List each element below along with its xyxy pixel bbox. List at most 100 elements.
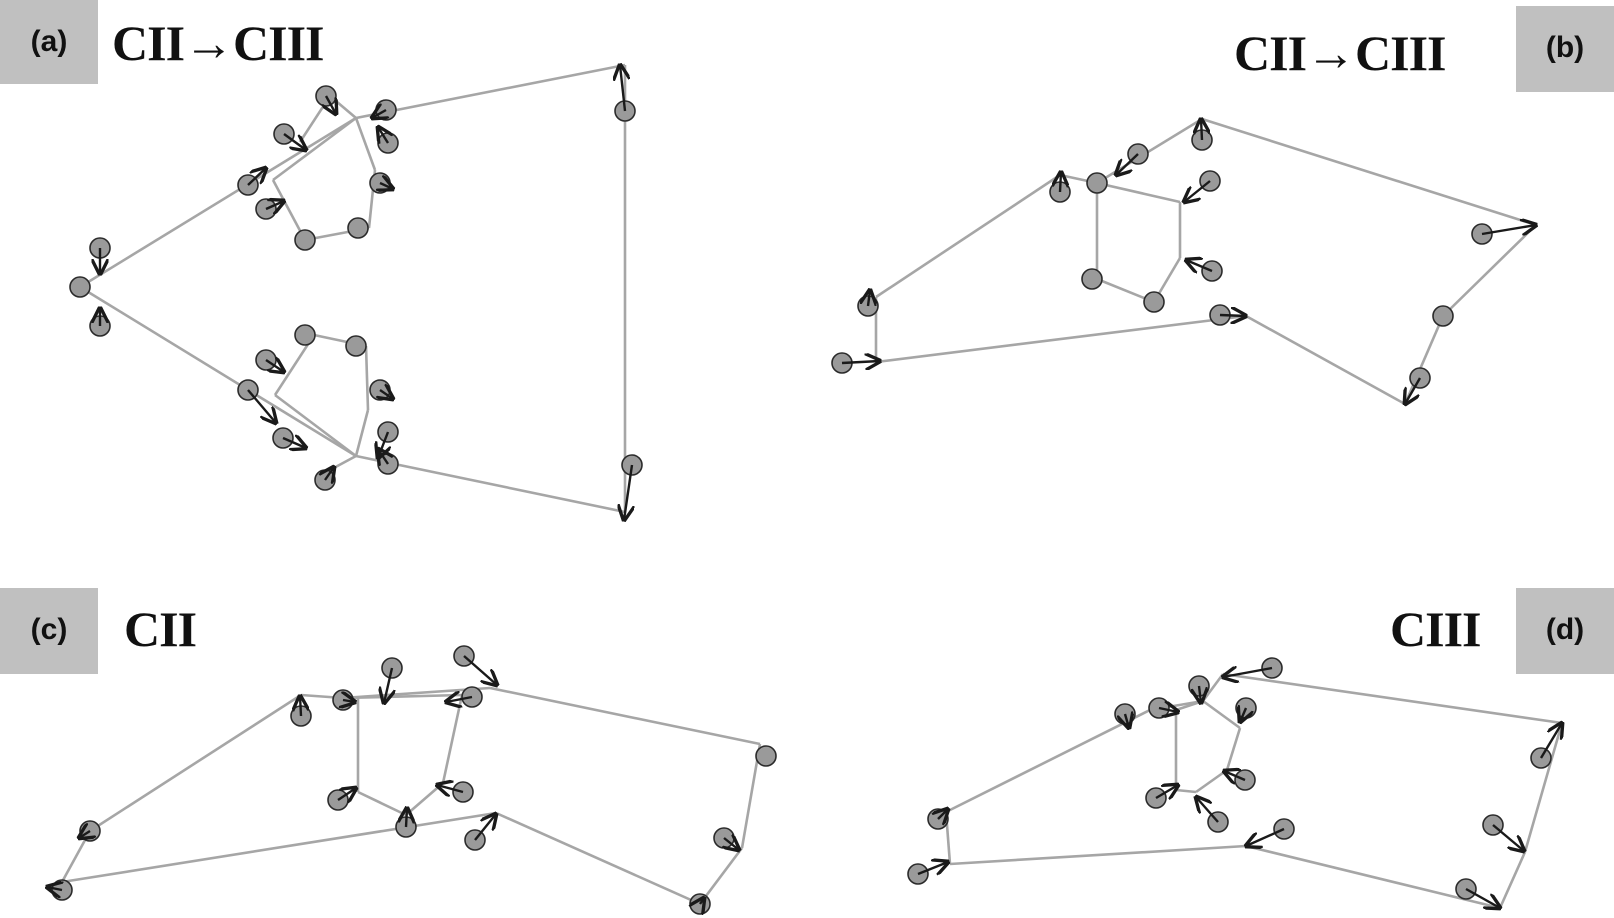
panel-a-edge (79, 285, 357, 458)
panel-a-edge (354, 409, 370, 457)
panel-a (0, 0, 643, 520)
panel-d-displacement-arrow (1155, 785, 1178, 798)
panel-b-displacement-arrow (1481, 225, 1536, 234)
panel-b-edge (875, 173, 1061, 299)
panel-d-edge (1498, 851, 1527, 909)
panel-a-displacement-arrow (283, 133, 306, 150)
panel-d-displacement-arrow (1246, 827, 1285, 846)
panel-d-edge (949, 844, 1247, 866)
panel-a-displacement-arrow (265, 201, 284, 209)
panel-a-displacement-arrow (380, 390, 393, 399)
panel-c-edge (342, 693, 463, 700)
panel-a-node (69, 276, 91, 298)
panel-a-displacement-arrow (378, 127, 388, 143)
panel-d-displacement-arrow (917, 862, 948, 874)
panel-c-label: (c) (30, 613, 68, 646)
panel-b-edge (1201, 117, 1537, 227)
panel-c-displacement-arrow (700, 898, 704, 904)
panel-a-displacement-arrow (380, 183, 393, 189)
panel-c-tag-bg (0, 588, 98, 674)
panel-c-displacement-arrow (47, 887, 62, 890)
panel-a-displacement-arrow (372, 110, 386, 118)
panel-c (0, 588, 777, 914)
panel-d-displacement-arrow (1158, 708, 1178, 712)
panel-d-edge (1523, 722, 1564, 853)
panel-d-displacement-arrow (1199, 685, 1201, 703)
panel-c-edge (89, 693, 302, 833)
panel-d-edge (1175, 788, 1197, 794)
panel-a-displacement-arrow (282, 438, 306, 448)
panel-b-node (1143, 291, 1165, 313)
panel-b-displacement-arrow (1219, 315, 1246, 316)
panel-a-edge (355, 63, 626, 120)
panel-a-node (294, 229, 316, 251)
panel-d-displacement-arrow (1224, 771, 1246, 780)
panel-c-displacement-arrow (300, 696, 301, 717)
panel-c-displacement-arrow (463, 655, 497, 685)
panel-c-edge (405, 782, 444, 816)
panel-b-label: (b) (1545, 31, 1585, 64)
panel-c-edge (489, 686, 761, 746)
panel-a-edge (364, 345, 370, 411)
panel-c-edge (441, 694, 464, 784)
panel-d-displacement-arrow (1223, 668, 1273, 677)
panel-d-edge (1245, 844, 1501, 910)
panel-b-displacement-arrow (1201, 119, 1202, 141)
panel-a-node (347, 217, 369, 239)
panel-b-edge (1096, 181, 1181, 204)
panel-b-tag-bg (1516, 6, 1614, 92)
panel-d-tag-bg (1516, 588, 1614, 674)
panel-b-edge (875, 314, 1247, 364)
panel-c-displacement-arrow (437, 785, 464, 792)
panel-c-displacement-arrow (724, 838, 739, 850)
panel-a-node (345, 335, 367, 357)
panel-b-displacement-arrow (868, 290, 870, 307)
panel-a-displacement-arrow (326, 95, 336, 114)
panel-c-displacement-arrow (343, 700, 355, 702)
panel-b-edge (1245, 314, 1406, 406)
panel-d-title: CIII (1390, 601, 1481, 657)
panel-c-title: CII (124, 601, 197, 657)
panel-d-displacement-arrow (1240, 708, 1246, 722)
panel-d-edge (1222, 672, 1563, 725)
panel-b-displacement-arrow (1184, 180, 1211, 202)
panel-a-displacement-arrow (325, 467, 334, 480)
panel-c-edge (61, 811, 497, 884)
panel-b-displacement-arrow (1405, 377, 1422, 404)
panel-a-displacement-arrow (247, 168, 266, 186)
panel-b-title: CII→CIII (1234, 25, 1447, 81)
panel-a-title: CII→CIII (112, 15, 325, 71)
panel-a-label: (a) (30, 25, 68, 58)
panel-a-node (294, 324, 316, 346)
panel-b-displacement-arrow (1060, 172, 1061, 193)
panel-b-node (1081, 268, 1103, 290)
panel-d-displacement-arrow (1465, 887, 1500, 908)
panel-a-tag-bg (0, 0, 98, 84)
panel-c-displacement-arrow (446, 697, 473, 702)
panel-d-displacement-arrow (1196, 797, 1219, 823)
panel-a-displacement-arrow (620, 65, 625, 112)
panel-c-node (755, 745, 777, 767)
panel-d-displacement-arrow (1492, 824, 1524, 851)
panel-a-displacement-arrow (265, 360, 284, 372)
panel-a-edge (271, 179, 307, 241)
panel-b-edge (1096, 117, 1203, 185)
panel-d-edge (945, 708, 1151, 814)
panel-a-edge (274, 393, 357, 458)
panel-c-displacement-arrow (384, 667, 392, 703)
panel-d-displacement-arrow (1125, 714, 1129, 728)
panel-a-edge (272, 116, 357, 182)
panel-a-edge (355, 454, 626, 514)
panel-d-edge (1225, 727, 1242, 771)
panel-c-edge (357, 790, 407, 817)
panel-d-displacement-arrow (938, 809, 948, 819)
panel-c-displacement-arrow (474, 814, 496, 841)
panel-d (907, 588, 1614, 910)
panel-b-node (1432, 305, 1454, 327)
panel-a-displacement-arrow (247, 389, 276, 423)
panel-d-edge (1202, 699, 1241, 730)
panel-d-displacement-arrow (1539, 723, 1562, 759)
panel-b-displacement-arrow (1116, 153, 1139, 175)
panel-a-edge (79, 116, 357, 289)
